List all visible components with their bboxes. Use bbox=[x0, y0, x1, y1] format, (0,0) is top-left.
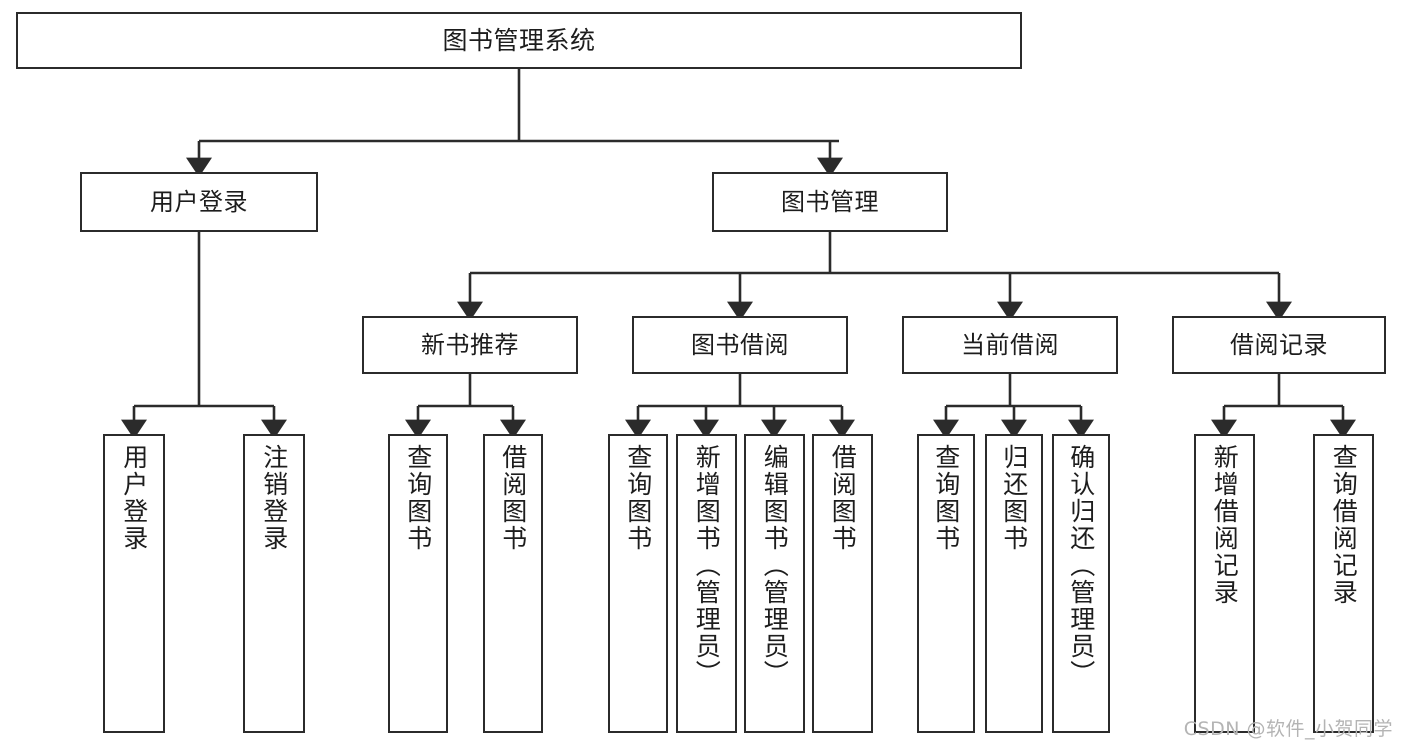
node-current-borrow[interactable]: 当前借阅 bbox=[902, 316, 1118, 374]
node-borrow-record-label: 借阅记录 bbox=[1230, 330, 1328, 359]
leaf-borrow-book-1-label: 借阅图书 bbox=[498, 444, 528, 552]
leaf-query-record-label: 查询借阅记录 bbox=[1329, 444, 1359, 606]
leaf-logout[interactable]: 注销登录 bbox=[243, 434, 305, 733]
node-user-login-label: 用户登录 bbox=[150, 187, 248, 216]
leaf-query-book-1-label: 查询图书 bbox=[403, 444, 433, 552]
leaf-add-record[interactable]: 新增借阅记录 bbox=[1194, 434, 1255, 733]
node-book-manage-label: 图书管理 bbox=[781, 187, 879, 216]
leaf-add-book[interactable]: 新增图书（管理员） bbox=[676, 434, 737, 733]
node-book-borrow-label: 图书借阅 bbox=[691, 330, 789, 359]
node-borrow-record[interactable]: 借阅记录 bbox=[1172, 316, 1386, 374]
leaf-user-login[interactable]: 用户登录 bbox=[103, 434, 165, 733]
watermark: CSDN @软件_小贺同学 bbox=[1183, 718, 1393, 740]
leaf-add-book-label: 新增图书（管理员） bbox=[692, 444, 722, 687]
leaf-confirm-return[interactable]: 确认归还（管理员） bbox=[1052, 434, 1110, 733]
leaf-query-book-1[interactable]: 查询图书 bbox=[388, 434, 448, 733]
leaf-user-login-label: 用户登录 bbox=[119, 444, 149, 552]
leaf-return-book-label: 归还图书 bbox=[999, 444, 1029, 552]
node-book-manage[interactable]: 图书管理 bbox=[712, 172, 948, 232]
leaf-borrow-book-2-label: 借阅图书 bbox=[828, 444, 858, 552]
node-root[interactable]: 图书管理系统 bbox=[16, 12, 1022, 69]
leaf-query-book-3-label: 查询图书 bbox=[931, 444, 961, 552]
node-root-label: 图书管理系统 bbox=[442, 25, 596, 55]
node-current-borrow-label: 当前借阅 bbox=[961, 330, 1059, 359]
node-new-book-recommend-label: 新书推荐 bbox=[421, 330, 519, 359]
leaf-borrow-book-2[interactable]: 借阅图书 bbox=[812, 434, 873, 733]
leaf-logout-label: 注销登录 bbox=[259, 444, 289, 552]
leaf-query-book-2-label: 查询图书 bbox=[623, 444, 653, 552]
leaf-borrow-book-1[interactable]: 借阅图书 bbox=[483, 434, 543, 733]
leaf-query-book-3[interactable]: 查询图书 bbox=[917, 434, 975, 733]
leaf-edit-book-label: 编辑图书（管理员） bbox=[760, 444, 790, 687]
node-user-login[interactable]: 用户登录 bbox=[80, 172, 318, 232]
leaf-query-record[interactable]: 查询借阅记录 bbox=[1313, 434, 1374, 733]
node-new-book-recommend[interactable]: 新书推荐 bbox=[362, 316, 578, 374]
leaf-query-book-2[interactable]: 查询图书 bbox=[608, 434, 668, 733]
leaf-return-book[interactable]: 归还图书 bbox=[985, 434, 1043, 733]
leaf-add-record-label: 新增借阅记录 bbox=[1210, 444, 1240, 606]
leaf-confirm-return-label: 确认归还（管理员） bbox=[1066, 444, 1096, 687]
node-book-borrow[interactable]: 图书借阅 bbox=[632, 316, 848, 374]
leaf-edit-book[interactable]: 编辑图书（管理员） bbox=[744, 434, 805, 733]
